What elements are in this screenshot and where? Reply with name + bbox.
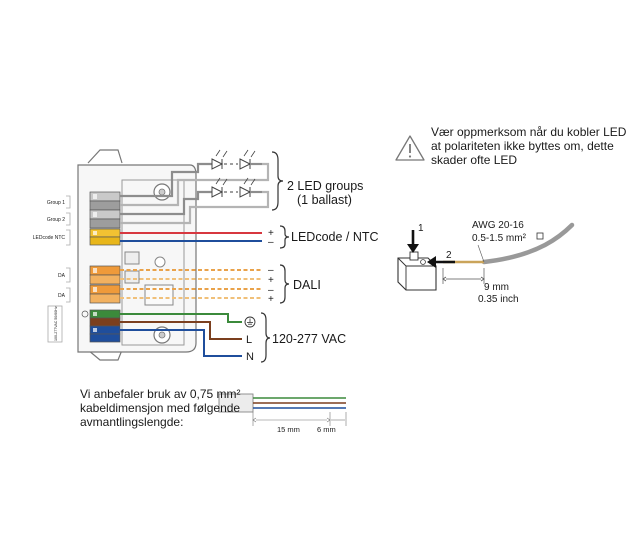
port-label-group2: Group 2 xyxy=(47,217,65,223)
stripped-cable-illustration xyxy=(218,393,347,426)
led-groups-sublabel: (1 ballast) xyxy=(297,193,352,207)
recommendation-line-2: kabeldimensjon med følgende xyxy=(80,401,241,415)
warning-icon xyxy=(395,135,425,161)
strip-dimension-15mm: 15 mm xyxy=(277,425,300,434)
mains-live-label: L xyxy=(246,334,252,346)
earth-icon xyxy=(244,316,256,328)
connector-awg-label: AWG 20-16 xyxy=(472,220,524,231)
mains-neutral-label: N xyxy=(246,351,254,363)
recommendation-line-3: avmantlingslengde: xyxy=(80,415,184,429)
port-label-group1: Group 1 xyxy=(47,200,65,206)
mains-label: 120-277 VAC xyxy=(272,332,346,346)
port-label-da1: DA xyxy=(58,273,66,279)
ledcode-wires xyxy=(120,232,262,242)
connector-illustration xyxy=(397,222,575,291)
connector-cross-section: 0.5-1.5 mm² xyxy=(472,233,527,244)
warning-line-3: skader ofte LED xyxy=(431,153,518,167)
terminal-blocks xyxy=(81,191,121,343)
connector-strip-inch: 0.35 inch xyxy=(478,294,519,305)
dali-sign-4: + xyxy=(268,294,274,305)
led-icon xyxy=(211,149,256,198)
dali-sign-1: – xyxy=(268,265,274,276)
led-groups-brace xyxy=(271,151,284,211)
strip-dimension-6mm: 6 mm xyxy=(317,425,336,434)
port-label-ledcode: LEDcode NTC xyxy=(33,235,66,241)
ledcode-minus: – xyxy=(268,237,274,248)
ledcode-label: LEDcode / NTC xyxy=(291,230,379,244)
dali-brace xyxy=(279,264,290,304)
dali-label: DALI xyxy=(293,278,321,292)
led-group-wires xyxy=(120,162,270,225)
dali-sign-2: + xyxy=(268,275,274,286)
cable-recommendation-note: Vi anbefaler bruk av 0,75 mm² kabeldimen… xyxy=(80,387,241,429)
mains-brace xyxy=(260,312,271,363)
connector-step-1: 1 xyxy=(418,223,424,234)
driver-side-label: 100-277VAC 50/60Hz xyxy=(54,306,58,341)
dali-sign-3: – xyxy=(268,285,274,296)
dali-wires xyxy=(120,269,262,299)
ledcode-plus: + xyxy=(268,228,274,239)
warning-line-2: at polariteten ikke byttes om, dette xyxy=(431,139,614,153)
connector-strip-mm: 9 mm xyxy=(484,282,509,293)
square-icon xyxy=(536,232,544,240)
led-groups-label: 2 LED groups xyxy=(287,179,363,193)
warning-line-1: Vær oppmerksom når du kobler LED xyxy=(431,125,627,139)
port-label-da2: DA xyxy=(58,293,66,299)
driver-housing xyxy=(47,149,197,361)
ledcode-brace xyxy=(279,225,290,249)
recommendation-line-1: Vi anbefaler bruk av 0,75 mm² xyxy=(80,387,241,401)
mains-wires xyxy=(120,313,242,357)
polarity-warning-note: Vær oppmerksom når du kobler LED at pola… xyxy=(431,125,626,167)
connector-step-2: 2 xyxy=(446,250,452,261)
